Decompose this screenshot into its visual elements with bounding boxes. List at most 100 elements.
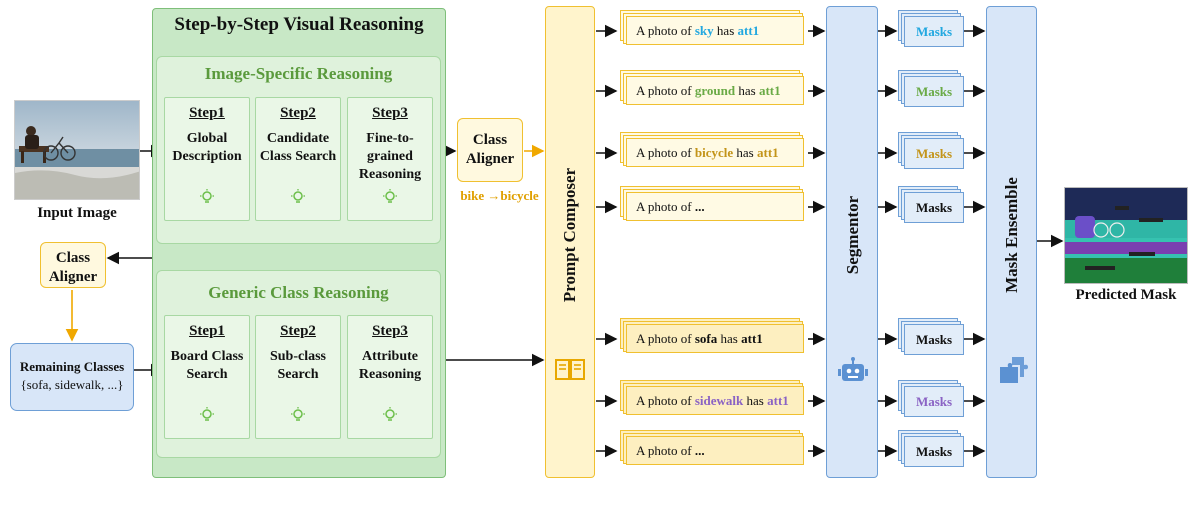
mask-card: Masks	[898, 318, 964, 355]
mask-label: Masks	[904, 16, 964, 47]
class-aligner-example: bike →bicycle	[460, 188, 539, 203]
mask-label: Masks	[904, 324, 964, 355]
prompt-composer: Prompt Composer	[545, 6, 595, 478]
prompt-card: A photo of sidewalk has att1	[620, 380, 805, 416]
prompt-card: A photo of ...	[620, 186, 805, 222]
step-label: Step1	[189, 105, 225, 121]
prompt-prefix: A photo of	[636, 82, 695, 98]
step-body: Fine-to-grained Reasoning	[358, 131, 422, 182]
input-photo-icon	[15, 101, 139, 199]
image-step-2: Step2 Candidate Class Search	[255, 97, 341, 221]
remaining-classes-box: Remaining Classes {sofa, sidewalk, ...}	[10, 343, 134, 411]
mask-ensemble-label: Mask Ensemble	[1002, 177, 1021, 293]
mask-label: Masks	[904, 76, 964, 107]
lightbulb-icon	[383, 407, 397, 421]
prompt-card: A photo of bicycle has att1	[620, 132, 805, 168]
prompt-prefix: A photo of	[636, 144, 695, 160]
mask-label: Masks	[904, 386, 964, 417]
lightbulb-icon	[291, 407, 305, 421]
class-aligner-left: Class Aligner	[40, 242, 106, 288]
mask-card: Masks	[898, 10, 964, 47]
book-icon	[555, 359, 585, 380]
image-step-3: Step3 Fine-to-grained Reasoning	[347, 97, 433, 221]
puzzle-icon	[1000, 357, 1028, 383]
prompt-text: A photo of sky has att1	[626, 16, 804, 45]
step-label: Step3	[372, 105, 408, 121]
step-label: Step2	[280, 323, 316, 339]
prompt-prefix: A photo of	[636, 198, 695, 214]
prompt-class: sofa	[694, 330, 718, 346]
step-body: Sub-class Search	[269, 349, 327, 382]
prompt-card: A photo of ...	[620, 430, 805, 466]
step-body: Attribute Reasoning	[358, 349, 422, 382]
robot-icon	[838, 357, 868, 381]
remaining-items: {sofa, sidewalk, ...}	[20, 377, 124, 392]
lightbulb-icon	[200, 189, 214, 203]
prompt-attr: att1	[737, 22, 760, 38]
prompt-mid: has	[717, 330, 742, 346]
prompt-class: ground	[694, 82, 736, 98]
lightbulb-icon	[291, 189, 305, 203]
prompt-composer-label: Prompt Composer	[560, 167, 579, 303]
prompt-attr: att1	[767, 392, 789, 408]
prompt-attr: att1	[741, 330, 763, 346]
prompt-class: ...	[694, 198, 705, 214]
mask-card: Masks	[898, 380, 964, 417]
prompt-class: sky	[694, 22, 714, 38]
mask-card: Masks	[898, 132, 964, 169]
segmentor: Segmentor	[826, 6, 878, 478]
step-body: Global Description	[172, 131, 242, 164]
predicted-mask-image	[1064, 187, 1188, 284]
mask-card: Masks	[898, 70, 964, 107]
prompt-prefix: A photo of	[636, 330, 695, 346]
image-specific-title: Image-Specific Reasoning	[204, 64, 393, 83]
prompt-mid: has	[713, 22, 738, 38]
prompt-text: A photo of sidewalk has att1	[626, 386, 804, 415]
prompt-card: A photo of sky has att1	[620, 10, 805, 46]
mask-label: Masks	[904, 192, 964, 223]
step-label: Step3	[372, 323, 408, 339]
prompt-mid: has	[735, 82, 759, 98]
remaining-title: Remaining Classes	[19, 359, 125, 374]
lightbulb-icon	[200, 407, 214, 421]
step-body: Board Class Search	[170, 349, 244, 382]
mask-label: Masks	[904, 436, 964, 467]
generic-step-1: Step1 Board Class Search	[164, 315, 250, 439]
mask-card: Masks	[898, 430, 964, 467]
prompt-class: sidewalk	[694, 392, 744, 408]
lightbulb-icon	[383, 189, 397, 203]
step-label: Step1	[189, 323, 225, 339]
generic-class-title: Generic Class Reasoning	[208, 283, 389, 302]
segmentation-overlay-icon	[1065, 188, 1187, 283]
step-body: Candidate Class Search	[259, 131, 337, 164]
input-image-caption: Input Image	[37, 205, 117, 221]
class-aligner-top: Class Aligner	[457, 118, 523, 182]
prompt-text: A photo of sofa has att1	[626, 324, 804, 353]
generic-step-3: Step3 Attribute Reasoning	[347, 315, 433, 439]
prompt-attr: att1	[756, 144, 779, 160]
prompt-text: A photo of ...	[626, 436, 804, 465]
mask-card: Masks	[898, 186, 964, 223]
mask-ensemble: Mask Ensemble	[986, 6, 1037, 478]
input-image	[14, 100, 140, 200]
mask-label: Masks	[904, 138, 964, 169]
prompt-mid: has	[743, 392, 768, 408]
prompt-attr: att1	[758, 82, 781, 98]
prompt-prefix: A photo of	[636, 392, 695, 408]
segmentor-label: Segmentor	[843, 195, 862, 275]
prompt-prefix: A photo of	[636, 442, 695, 458]
prompt-text: A photo of ...	[626, 192, 804, 221]
prompt-prefix: A photo of	[636, 22, 695, 38]
visual-reasoning-title: Step-by-Step Visual Reasoning	[174, 14, 424, 35]
prompt-text: A photo of ground has att1	[626, 76, 804, 105]
generic-step-2: Step2 Sub-class Search	[255, 315, 341, 439]
step-label: Step2	[280, 105, 316, 121]
prompt-class: ...	[694, 442, 705, 458]
prompt-class: bicycle	[694, 144, 734, 160]
predicted-mask-caption: Predicted Mask	[1075, 287, 1177, 303]
prompt-card: A photo of sofa has att1	[620, 318, 805, 354]
image-step-1: Step1 Global Description	[164, 97, 250, 221]
prompt-mid: has	[733, 144, 757, 160]
prompt-card: A photo of ground has att1	[620, 70, 805, 106]
prompt-text: A photo of bicycle has att1	[626, 138, 804, 167]
